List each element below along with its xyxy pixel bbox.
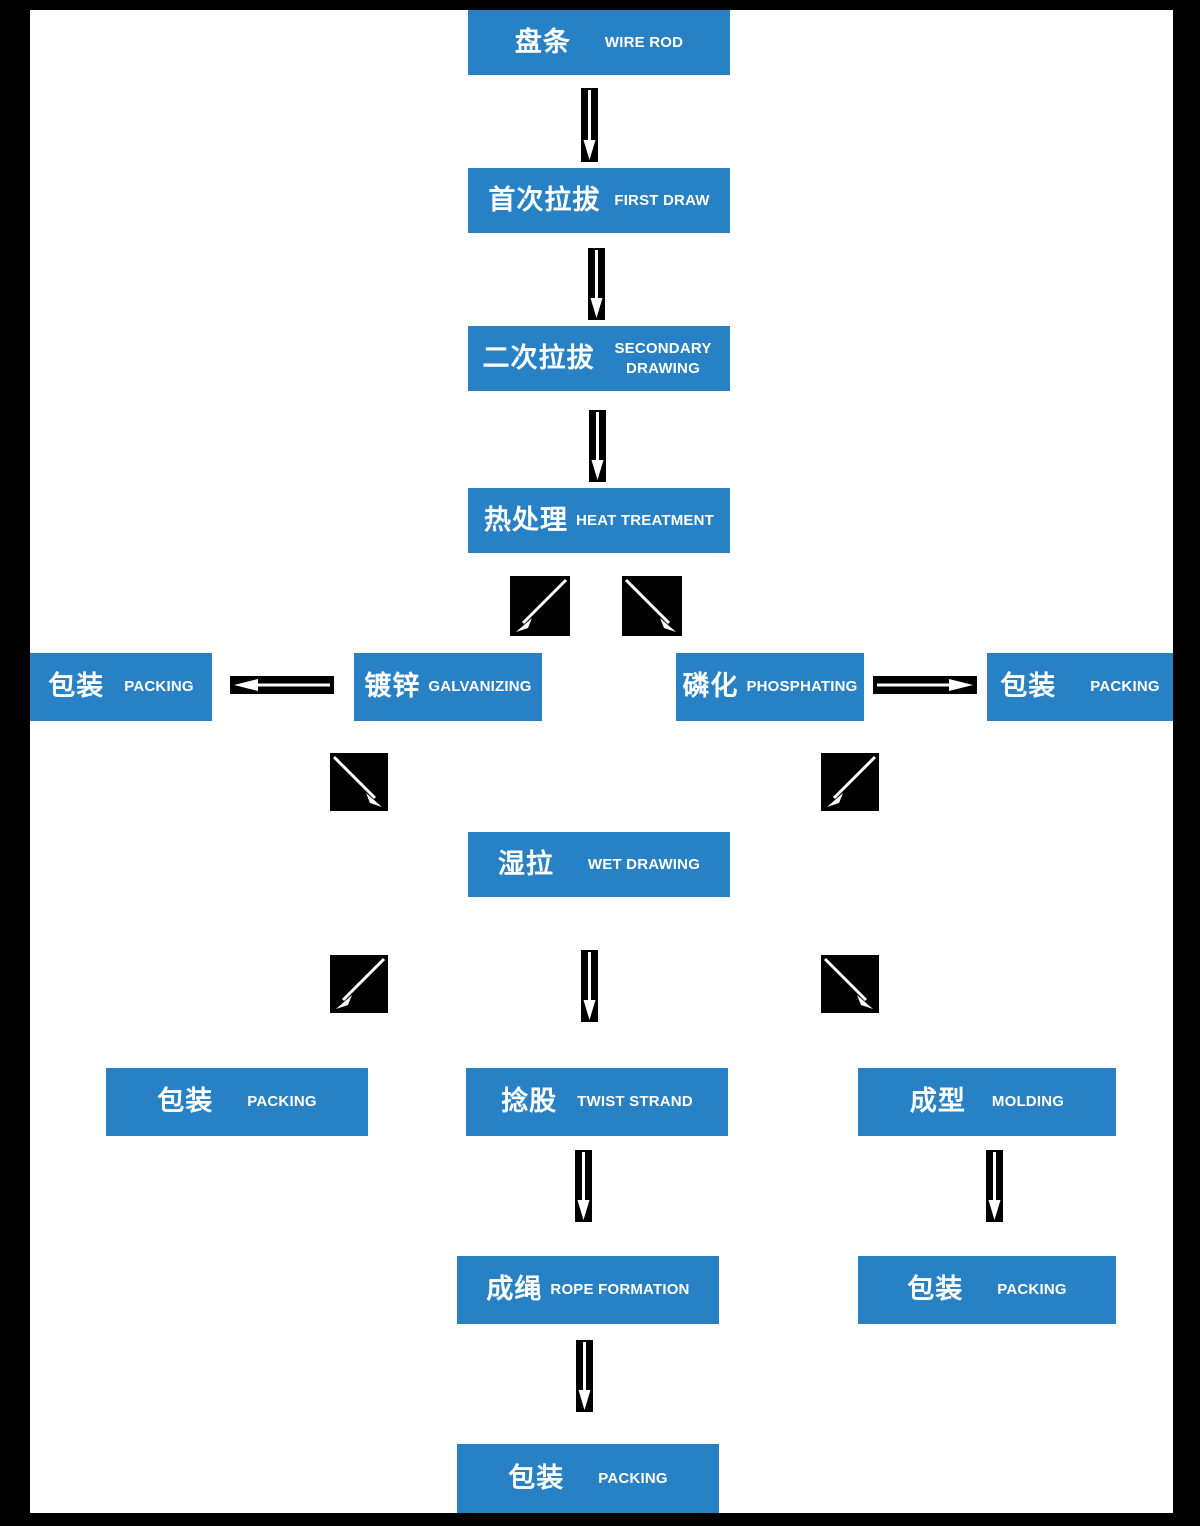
node-first-draw-en: FIRST DRAW bbox=[614, 191, 710, 209]
node-packing-right-mid[interactable]: 包装 PACKING bbox=[858, 1256, 1116, 1324]
node-packing-left-top[interactable]: 包装 PACKING bbox=[30, 653, 212, 721]
connector-wet-drawing-to-packing bbox=[330, 955, 388, 1013]
node-packing-right-mid-en: PACKING bbox=[997, 1281, 1067, 1299]
frame-top bbox=[0, 0, 1200, 10]
node-heat-treatment-en: HEAT TREATMENT bbox=[575, 511, 715, 529]
node-packing-left-mid-en: PACKING bbox=[247, 1093, 317, 1111]
node-first-draw[interactable]: 首次拉拔 FIRST DRAW bbox=[468, 168, 730, 233]
connector-wet-drawing-to-twist-strand bbox=[581, 950, 598, 1022]
node-heat-treatment[interactable]: 热处理 HEAT TREATMENT bbox=[468, 488, 730, 553]
connector-galvanizing-to-wet-drawing bbox=[330, 753, 388, 811]
node-first-draw-cn: 首次拉拔 bbox=[488, 184, 601, 215]
node-galvanizing-cn: 镀锌 bbox=[364, 671, 421, 702]
frame-left bbox=[0, 0, 30, 1526]
connector-rope-formation-to-packing bbox=[576, 1340, 593, 1412]
node-twist-strand[interactable]: 捻股 TWIST STRAND bbox=[466, 1068, 728, 1136]
node-phosphating-en: PHOSPHATING bbox=[746, 678, 858, 696]
node-packing-right-mid-cn: 包装 bbox=[907, 1274, 964, 1305]
connector-phosphating-to-wet-drawing bbox=[821, 753, 879, 811]
connector-twist-strand-to-rope-formation bbox=[575, 1150, 592, 1222]
connector-secondary-drawing-to-heat-treatment bbox=[589, 410, 606, 482]
node-wire-rod[interactable]: 盘条 WIRE ROD bbox=[468, 10, 730, 75]
node-wet-drawing-en: WET DRAWING bbox=[587, 855, 701, 873]
node-packing-bottom-cn: 包装 bbox=[508, 1462, 565, 1493]
node-packing-right-top[interactable]: 包装 PACKING bbox=[987, 653, 1173, 721]
node-secondary-drawing-cn: 二次拉拔 bbox=[482, 342, 595, 373]
connector-heat-treatment-to-phosphating bbox=[622, 576, 682, 636]
connector-galvanizing-to-packing bbox=[230, 676, 334, 694]
node-rope-formation-en: ROPE FORMATION bbox=[550, 1281, 690, 1299]
node-galvanizing-en: GALVANIZING bbox=[428, 678, 532, 696]
node-packing-left-top-en: PACKING bbox=[124, 678, 194, 696]
node-twist-strand-en: TWIST STRAND bbox=[577, 1093, 693, 1111]
node-molding[interactable]: 成型 MOLDING bbox=[858, 1068, 1116, 1136]
connector-wet-drawing-to-molding bbox=[821, 955, 879, 1013]
node-packing-bottom[interactable]: 包装 PACKING bbox=[457, 1444, 719, 1513]
connector-heat-treatment-to-galvanizing bbox=[510, 576, 570, 636]
node-galvanizing[interactable]: 镀锌 GALVANIZING bbox=[354, 653, 542, 721]
node-phosphating-cn: 磷化 bbox=[682, 671, 739, 702]
connector-first-draw-to-secondary-drawing bbox=[588, 248, 605, 320]
node-heat-treatment-cn: 热处理 bbox=[483, 504, 568, 535]
node-wet-drawing-cn: 湿拉 bbox=[497, 848, 554, 879]
node-packing-left-top-cn: 包装 bbox=[48, 671, 105, 702]
node-wet-drawing[interactable]: 湿拉 WET DRAWING bbox=[468, 832, 730, 897]
connector-wire-rod-to-first-draw bbox=[581, 88, 598, 162]
node-molding-en: MOLDING bbox=[991, 1093, 1065, 1111]
node-packing-right-top-en: PACKING bbox=[1090, 678, 1160, 696]
connector-molding-to-packing bbox=[986, 1150, 1003, 1222]
frame-bottom bbox=[0, 1513, 1200, 1526]
node-wire-rod-en: WIRE ROD bbox=[604, 33, 684, 51]
node-wire-rod-cn: 盘条 bbox=[514, 26, 571, 57]
node-packing-left-mid[interactable]: 包装 PACKING bbox=[106, 1068, 368, 1136]
node-twist-strand-cn: 捻股 bbox=[501, 1086, 558, 1117]
node-phosphating[interactable]: 磷化 PHOSPHATING bbox=[676, 653, 864, 721]
node-packing-right-top-cn: 包装 bbox=[1000, 671, 1057, 702]
node-packing-bottom-en: PACKING bbox=[598, 1469, 668, 1487]
connector-phosphating-to-packing bbox=[873, 676, 977, 694]
node-packing-left-mid-cn: 包装 bbox=[157, 1086, 214, 1117]
node-rope-formation[interactable]: 成绳 ROPE FORMATION bbox=[457, 1256, 719, 1324]
frame-right bbox=[1173, 0, 1200, 1526]
node-rope-formation-cn: 成绳 bbox=[486, 1274, 543, 1305]
node-molding-cn: 成型 bbox=[909, 1086, 966, 1117]
